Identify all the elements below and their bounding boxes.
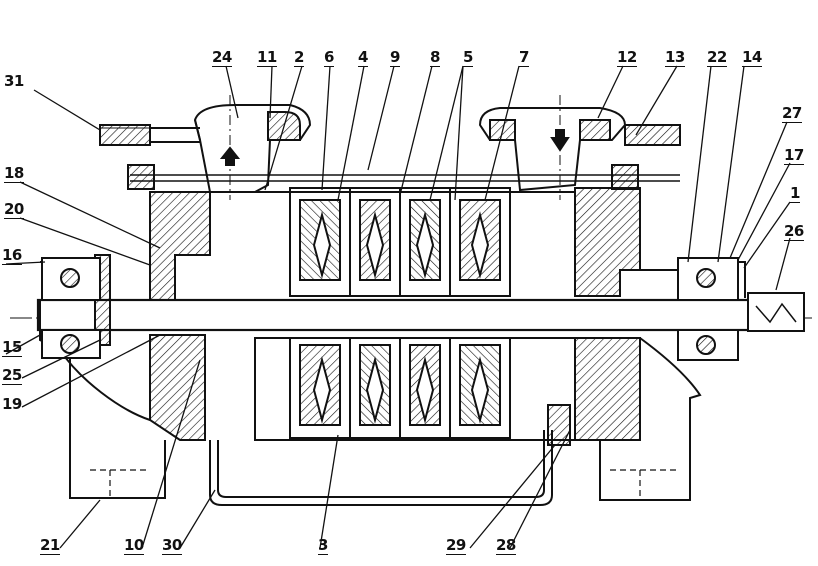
part-label-22: 22 (707, 48, 727, 67)
part-label-11: 11 (257, 48, 277, 67)
shaft (36, 298, 752, 332)
bearing-left (41, 257, 101, 359)
part-label-24: 24 (212, 48, 232, 67)
part-label-7: 7 (519, 48, 529, 67)
part-label-29: 29 (446, 536, 466, 555)
part-label-12: 12 (617, 48, 637, 67)
part-label-20: 20 (4, 200, 24, 219)
part-label-10: 10 (124, 536, 144, 555)
part-label-4: 4 (358, 48, 368, 67)
part-label-30: 30 (162, 536, 182, 555)
part-label-1: 1 (790, 184, 800, 203)
part-label-27: 27 (782, 104, 802, 123)
bearing-right (677, 257, 746, 361)
part-label-15: 15 (2, 338, 22, 357)
part-label-5: 5 (463, 48, 473, 67)
part-label-26: 26 (784, 222, 804, 241)
part-label-2: 2 (294, 48, 304, 67)
part-label-28: 28 (496, 536, 516, 555)
part-label-9: 9 (390, 48, 400, 67)
part-label-25: 25 (2, 366, 22, 385)
part-label-21: 21 (40, 536, 60, 555)
leader-lines (5, 65, 791, 549)
part-label-19: 19 (2, 395, 22, 413)
part-label-8: 8 (430, 48, 440, 67)
part-label-31: 31 (4, 72, 24, 90)
part-label-3: 3 (318, 536, 328, 555)
part-label-13: 13 (665, 48, 685, 67)
part-label-17: 17 (784, 146, 804, 165)
part-label-14: 14 (742, 48, 762, 67)
pump-stages (289, 187, 511, 439)
balance-pipe (209, 404, 571, 506)
part-label-18: 18 (4, 164, 24, 183)
part-label-6: 6 (324, 48, 334, 67)
part-label-16: 16 (2, 246, 22, 265)
